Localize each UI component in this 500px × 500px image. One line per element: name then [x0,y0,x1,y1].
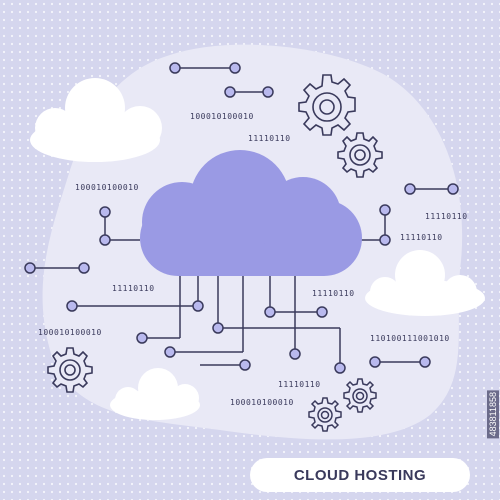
gear-icon [337,132,383,178]
binary-text: 11110110 [312,289,355,298]
circuit-nodes [24,62,459,374]
cloud-top-left [30,78,162,162]
cloud-main [140,150,362,276]
binary-text: 100010100010 [230,398,294,407]
binary-text: 11110110 [112,284,155,293]
binary-text: 100010100010 [75,183,139,192]
stock-id: 483811858 [487,390,499,439]
cloud-bottom [110,368,200,420]
binary-text: 100010100010 [38,328,102,337]
circuit-lines [30,67,453,368]
binary-text: 110100111001010 [370,334,450,343]
gear-icon [47,347,93,393]
gear-icon [298,74,356,136]
gear-icon [343,378,377,413]
binary-text: 11110110 [400,233,443,242]
gear-icon [308,397,342,432]
page-title: CLOUD HOSTING [293,466,427,484]
cloud-right [365,250,485,316]
binary-text: 100010100010 [190,112,254,121]
title-banner: CLOUD HOSTING [250,458,470,492]
binary-text: 11110110 [425,212,468,221]
binary-text: 11110110 [278,380,321,389]
binary-text: 11110110 [248,134,291,143]
